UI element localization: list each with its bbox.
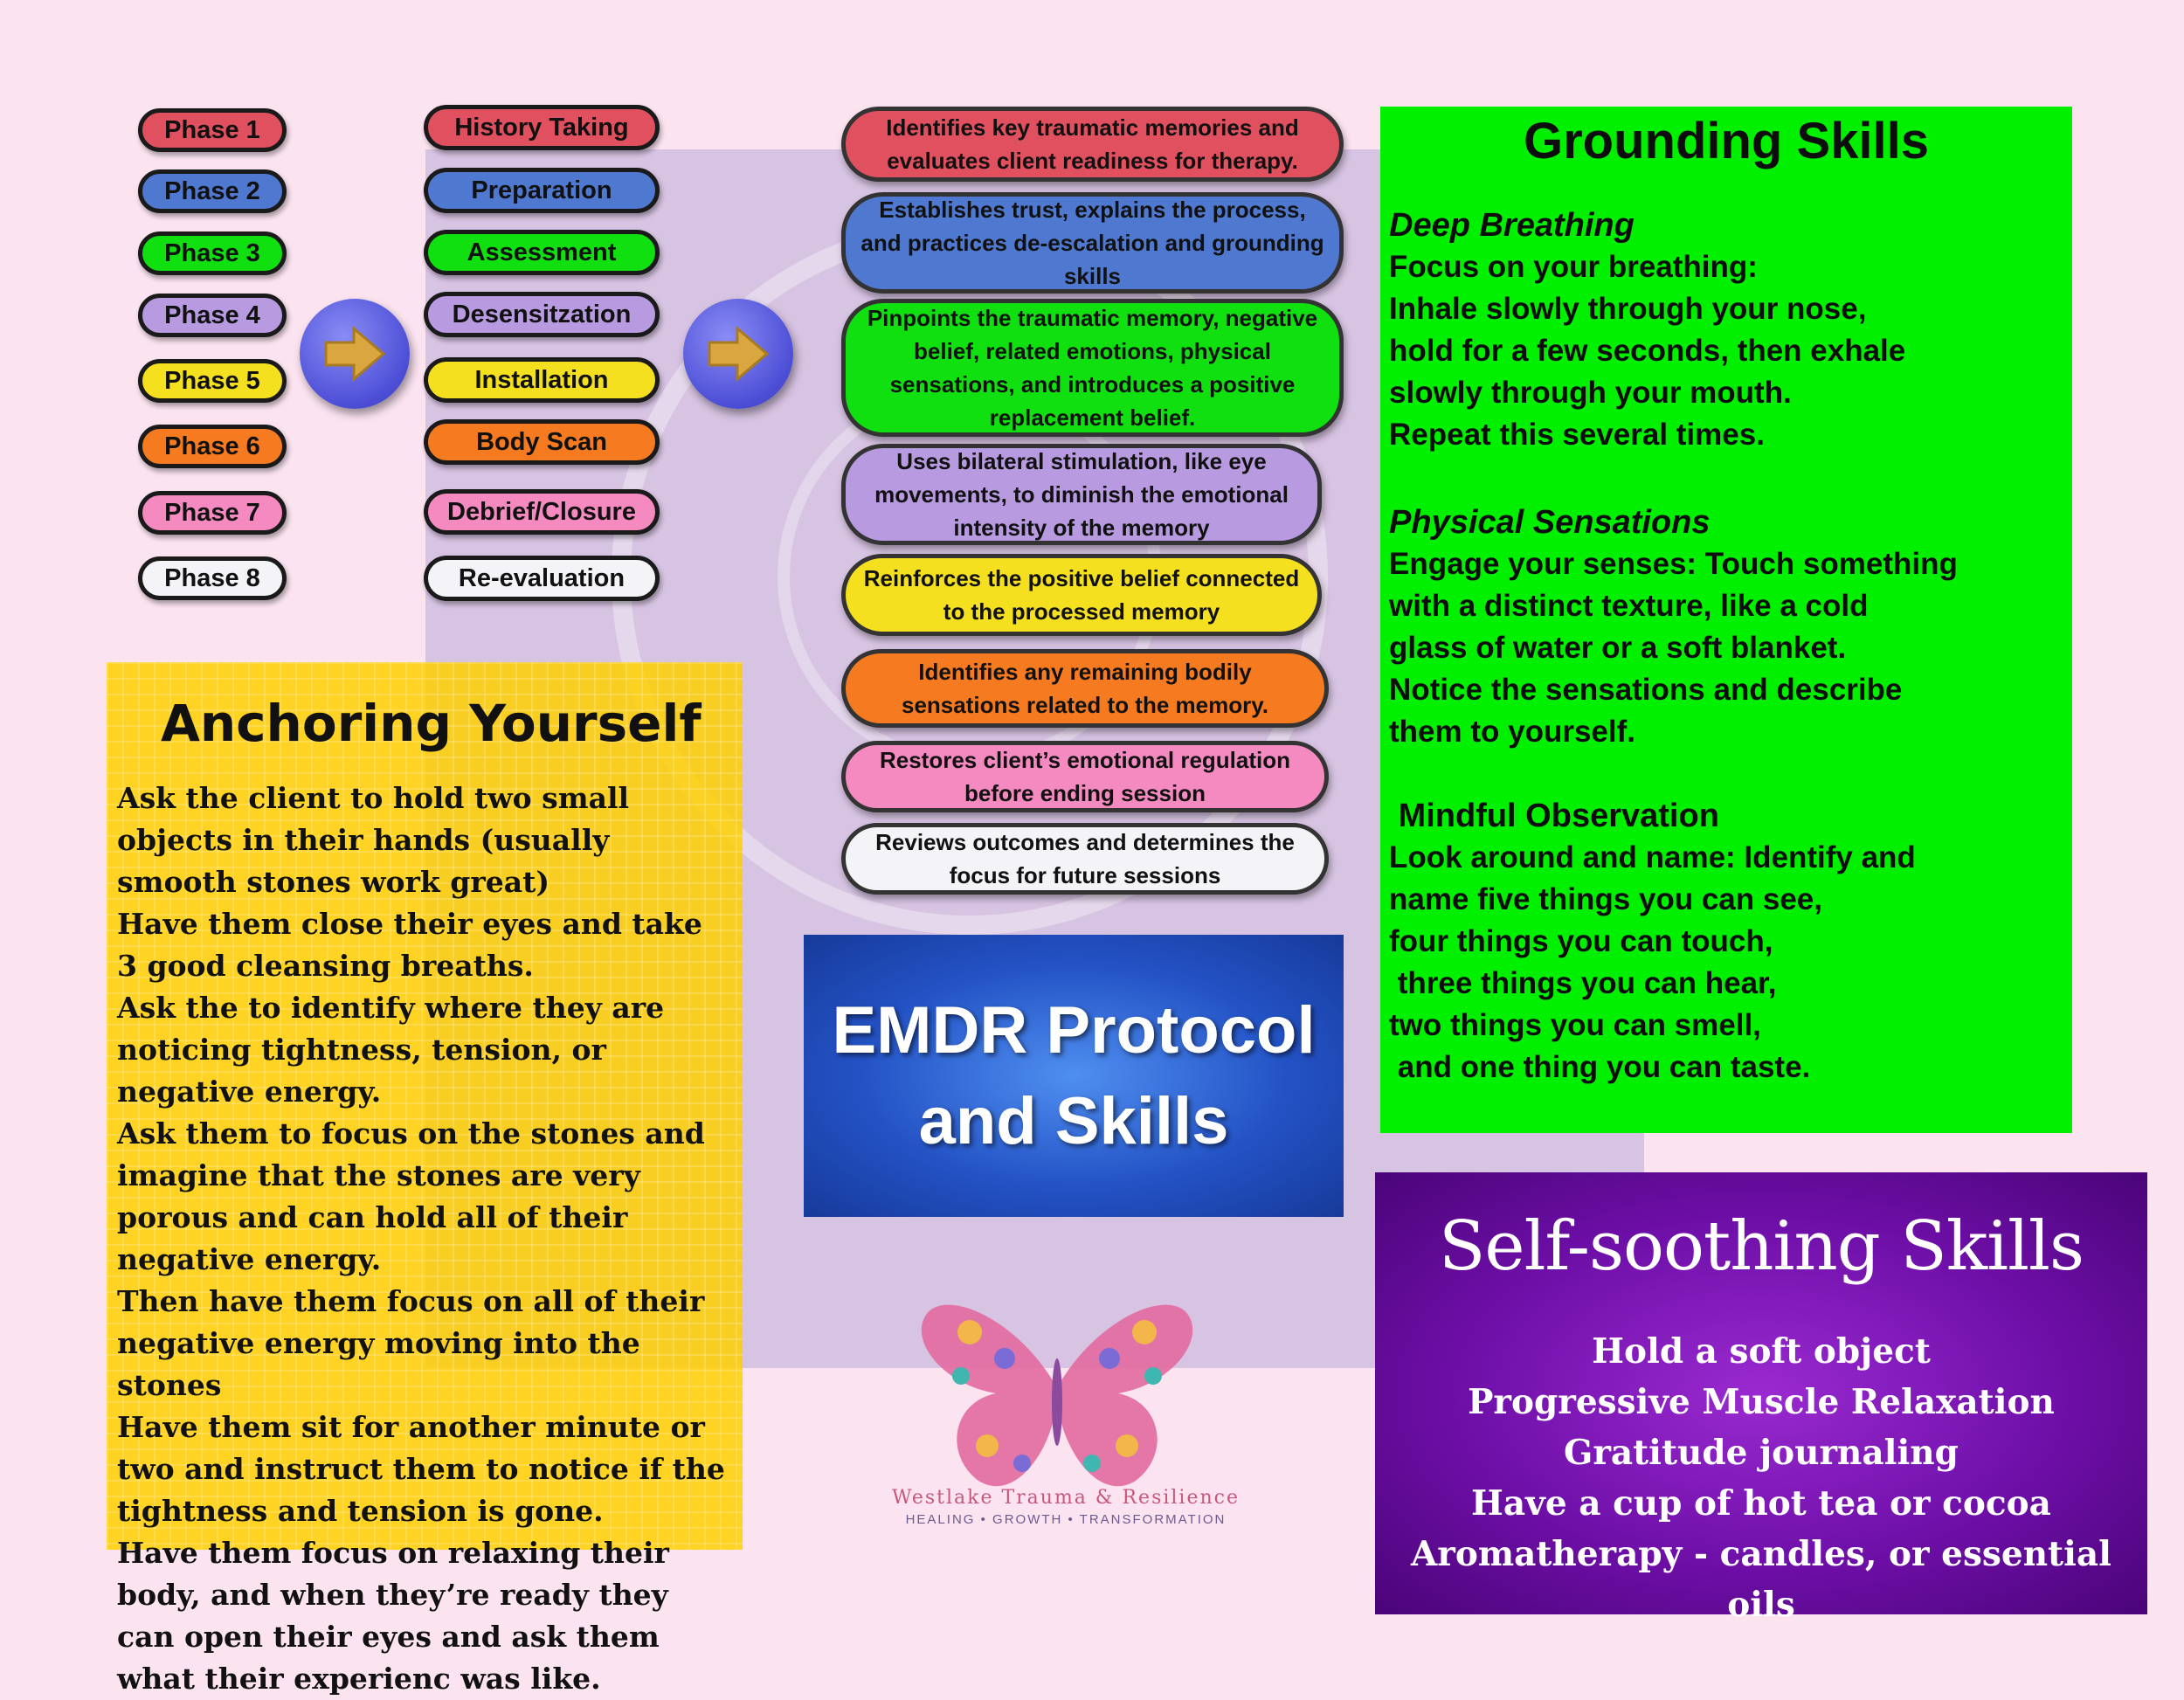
- phase-desc-8: Reviews outcomes and determines the focu…: [841, 823, 1329, 895]
- anchoring-title: Anchoring Yourself: [161, 694, 702, 753]
- anchoring-body: Ask the client to hold two small objects…: [117, 777, 729, 1700]
- anchoring-line: Ask the to identify where they are notic…: [117, 991, 665, 1109]
- anchoring-line: Ask them to focus on the stones and imag…: [117, 1116, 705, 1276]
- self-soothing-item: Progressive Muscle Relaxation: [1468, 1382, 2055, 1422]
- phase-pill-5: Phase 5: [138, 359, 287, 403]
- mindful-observation-title: Mindful Observation: [1389, 798, 1719, 834]
- grounding-line: Look around and name: Identify and: [1389, 840, 1916, 874]
- grounding-line: glass of water or a soft blanket.: [1389, 631, 1847, 665]
- arrow-right-icon: [708, 325, 770, 383]
- main-title-line-2: and Skills: [918, 1083, 1229, 1158]
- phase-pill-8: Phase 8: [138, 556, 287, 600]
- arrow-right-icon: [324, 325, 386, 383]
- anchoring-line: Have them sit for another minute or two …: [117, 1410, 725, 1528]
- phase-desc-3: Pinpoints the traumatic memory, negative…: [841, 299, 1344, 437]
- grounding-line: Repeat this several times.: [1389, 418, 1765, 452]
- phase-name-5: Installation: [424, 357, 660, 403]
- grounding-line: four things you can touch,: [1389, 924, 1773, 958]
- grounding-line: and one thing you can taste.: [1389, 1050, 1811, 1084]
- phase-name-1: History Taking: [424, 105, 660, 150]
- physical-sensations-section: Physical Sensations Engage your senses: …: [1389, 501, 2053, 753]
- phase-name-2: Preparation: [424, 168, 660, 213]
- deep-breathing-section: Deep Breathing Focus on your breathing: …: [1389, 204, 2053, 456]
- grounding-line: Notice the sensations and describe: [1389, 673, 1903, 707]
- grounding-line: with a distinct texture, like a cold: [1389, 589, 1869, 623]
- phase-name-7: Debrief/Closure: [424, 489, 660, 535]
- self-soothing-item: Have a cup of hot tea or cocoa: [1471, 1483, 2051, 1524]
- main-title-line-1: EMDR Protocol: [832, 992, 1316, 1068]
- grounding-line: them to yourself.: [1389, 715, 1635, 749]
- brand-tagline: HEALING • GROWTH • TRANSFORMATION: [905, 1512, 1227, 1527]
- phase-pill-3: Phase 3: [138, 232, 287, 275]
- anchoring-line: Then have them focus on all of their neg…: [117, 1284, 705, 1402]
- self-soothing-item: Hold a soft object: [1592, 1331, 1931, 1372]
- phase-pill-1: Phase 1: [138, 108, 287, 152]
- physical-sensations-title: Physical Sensations: [1389, 504, 1711, 541]
- phase-pill-4: Phase 4: [138, 294, 287, 337]
- self-soothing-list: Hold a soft object Progressive Muscle Re…: [1375, 1326, 2147, 1630]
- phase-name-6: Body Scan: [424, 419, 660, 465]
- grounding-line: two things you can smell,: [1389, 1008, 1761, 1042]
- phase-desc-5: Reinforces the positive belief connected…: [841, 554, 1322, 636]
- anchoring-panel: Anchoring Yourself Ask the client to hol…: [107, 662, 743, 1696]
- grounding-panel: Grounding Skills Deep Breathing Focus on…: [1380, 107, 2072, 1133]
- phase-desc-4: Uses bilateral stimulation, like eye mov…: [841, 444, 1322, 545]
- grounding-title: Grounding Skills: [1523, 113, 1930, 169]
- phase-desc-2: Establishes trust, explains the process,…: [841, 192, 1344, 294]
- self-soothing-item: Aromatherapy - candles, or essential oil…: [1411, 1534, 2111, 1625]
- anchoring-line: Have them focus on relaxing their body, …: [117, 1536, 669, 1696]
- anchoring-line: Have them close their eyes and take 3 go…: [117, 907, 702, 983]
- mindful-observation-section: Mindful Observation Look around and name…: [1389, 795, 2053, 1088]
- phase-desc-7: Restores client’s emotional regulation b…: [841, 741, 1329, 812]
- grounding-line: name five things you can see,: [1389, 882, 1822, 916]
- phase-pill-2: Phase 2: [138, 169, 287, 213]
- phase-desc-1: Identifies key traumatic memories and ev…: [841, 107, 1344, 182]
- grounding-line: slowly through your mouth.: [1389, 376, 1792, 410]
- brand-name: Westlake Trauma & Resilience: [892, 1487, 1240, 1509]
- main-title-box: EMDR Protocol and Skills: [804, 935, 1344, 1217]
- phase-pill-6: Phase 6: [138, 425, 287, 468]
- phase-name-3: Assessment: [424, 230, 660, 275]
- butterfly-logo: [921, 1304, 1193, 1487]
- grounding-line: Inhale slowly through your nose,: [1389, 292, 1867, 326]
- deep-breathing-title: Deep Breathing: [1389, 207, 1635, 244]
- self-soothing-item: Gratitude journaling: [1564, 1433, 1959, 1473]
- arrow-button-1: [300, 299, 410, 409]
- brand-block: Westlake Trauma & Resilience HEALING • G…: [882, 1487, 1249, 1527]
- grounding-line: Focus on your breathing:: [1389, 250, 1758, 284]
- grounding-line: hold for a few seconds, then exhale: [1389, 334, 1906, 368]
- phase-name-4: Desensitzation: [424, 292, 660, 337]
- phase-desc-6: Identifies any remaining bodily sensatio…: [841, 649, 1329, 728]
- self-soothing-panel: Self-soothing Skills Hold a soft object …: [1375, 1172, 2147, 1625]
- phase-pill-7: Phase 7: [138, 491, 287, 535]
- self-soothing-title: Self-soothing Skills: [1439, 1207, 2084, 1286]
- anchoring-line: Ask the client to hold two small objects…: [117, 781, 630, 899]
- phase-name-8: Re-evaluation: [424, 556, 660, 601]
- grounding-line: three things you can hear,: [1389, 966, 1777, 1000]
- arrow-button-2: [683, 299, 793, 409]
- grounding-line: Engage your senses: Touch something: [1389, 547, 1958, 581]
